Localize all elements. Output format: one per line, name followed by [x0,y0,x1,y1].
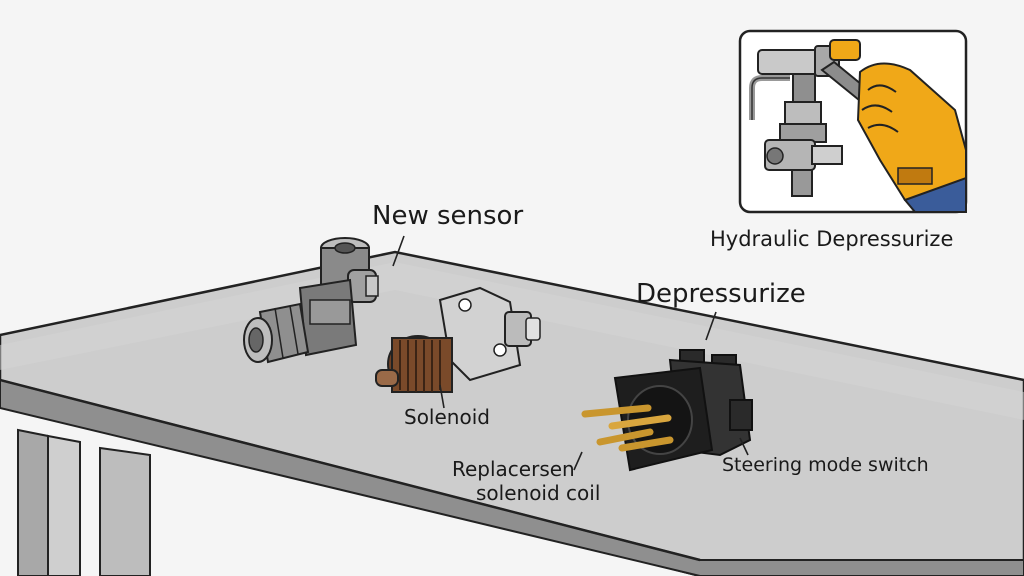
label-replacement-line2: solenoid coil [476,481,600,505]
table-highlight [0,262,1024,420]
solenoid-valve-icon [375,286,541,393]
depressurize-leader [705,311,717,341]
table-leg-left [17,428,49,576]
leader-lines [392,235,749,471]
solenoid-leader [439,384,445,409]
label-steering-switch: Steering mode switch [722,454,929,476]
table-front-edge [0,378,1024,576]
steering-switch-leader [739,437,749,456]
label-depressurize: Depressurize [636,279,806,309]
label-new-sensor: New sensor [372,201,523,231]
pressure-sensor-icon [243,237,379,364]
new-sensor-leader [392,235,405,267]
table-leg-back [99,446,151,576]
gloved-hand-icon [856,62,967,213]
table-leg-left-side [47,434,81,576]
label-solenoid: Solenoid [404,405,490,429]
replacement-coil-leader [573,451,583,471]
label-hydraulic-caption: Hydraulic Depressurize [710,227,953,251]
hydraulic-inset [738,29,968,214]
label-replacement-line1: Replacersen [452,457,575,481]
electrical-connector-icon [581,349,753,472]
